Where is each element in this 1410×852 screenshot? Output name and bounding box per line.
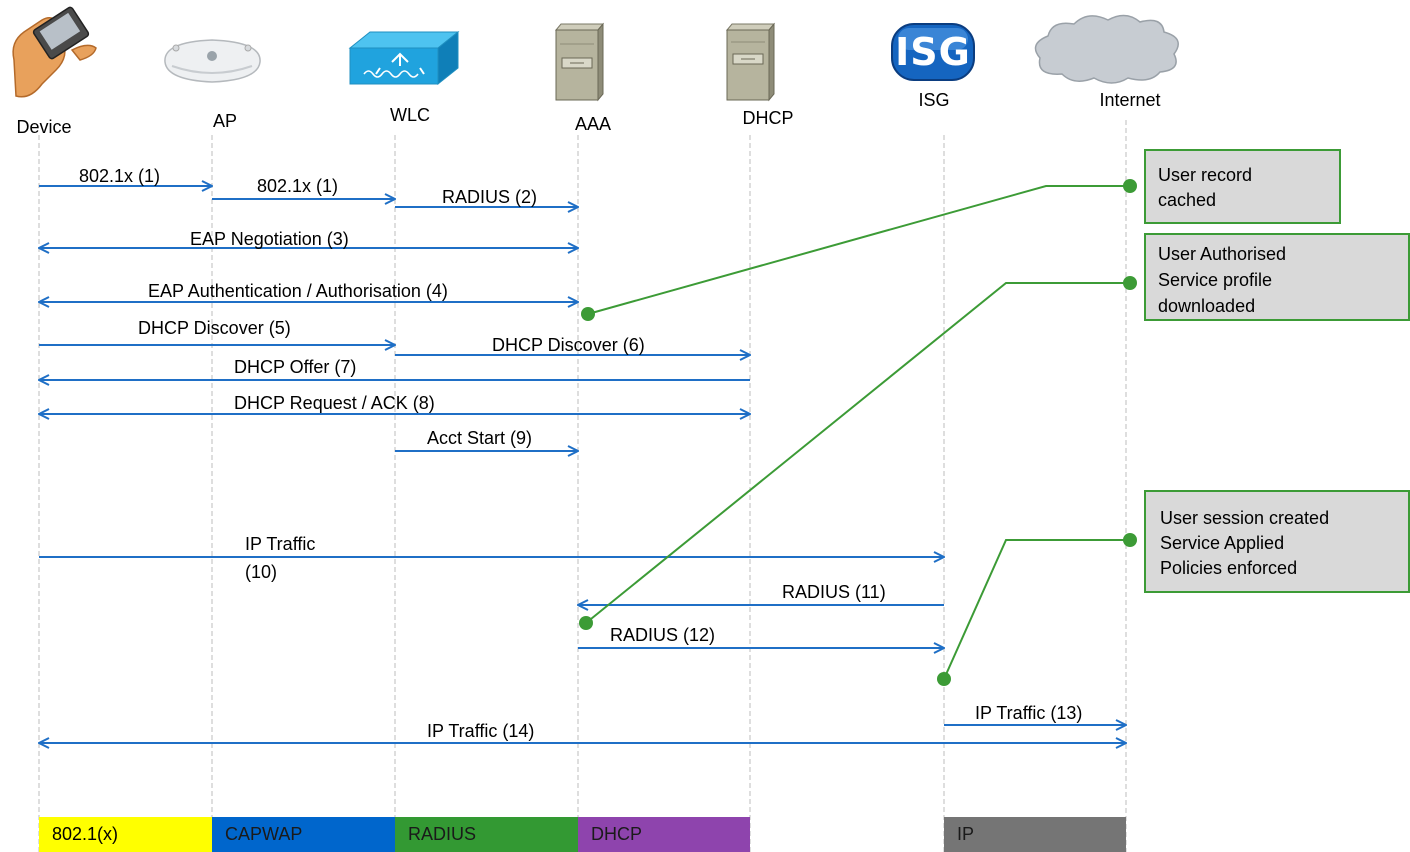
message-label-m7: DHCP Offer (7) (234, 357, 357, 377)
dot-note3 (1123, 533, 1137, 547)
note-line: downloaded (1158, 296, 1256, 316)
aaa-server-icon (554, 22, 605, 102)
dot-note1 (1123, 179, 1137, 193)
note-line: User record (1158, 165, 1253, 185)
note-line: Service Applied (1160, 533, 1285, 553)
message-label-m9: Acct Start (9) (427, 428, 533, 448)
message-label-m14: IP Traffic (14) (427, 721, 535, 741)
message-label-m4: EAP Authentication / Authorisation (4) (148, 281, 448, 301)
device-icon (12, 6, 97, 98)
dot-aaa-2 (579, 616, 593, 630)
note-line: Service profile (1158, 270, 1273, 290)
isg-logo-text: ISG (895, 30, 971, 74)
note-line: User Authorised (1158, 244, 1287, 264)
message-arrows (39, 186, 1126, 743)
message-label-m6: DHCP Discover (6) (492, 335, 645, 355)
protocol-band-ip: IP (944, 817, 1126, 852)
note-line: User session created (1160, 508, 1330, 528)
protocol-band-radius: RADIUS (395, 817, 578, 852)
dhcp-server-icon (725, 22, 776, 102)
protocol-band-8021x: 802.1(x) (39, 817, 212, 852)
note-user-session-created: User session created Service Applied Pol… (1144, 490, 1410, 593)
access-point-icon (164, 39, 261, 83)
entity-label-aaa: AAA (574, 114, 612, 134)
note-line: cached (1158, 190, 1217, 210)
isg-logo-icon (891, 23, 975, 81)
message-label-m10b: (10) (245, 562, 278, 582)
callout-dots (579, 179, 1137, 686)
connector-note2 (585, 282, 1130, 624)
note-user-authorised: User Authorised Service profile download… (1144, 233, 1410, 321)
message-label-m12: RADIUS (12) (610, 625, 716, 645)
message-label-m3: EAP Negotiation (3) (190, 229, 349, 249)
message-label-m10a: IP Traffic (245, 534, 316, 554)
entity-label-dhcp: DHCP (742, 108, 794, 128)
message-label-m2: RADIUS (2) (442, 187, 538, 207)
internet-cloud-icon (1034, 14, 1179, 84)
dot-isg (937, 672, 951, 686)
message-label-m11: RADIUS (11) (782, 582, 886, 602)
entity-label-internet: Internet (1099, 90, 1161, 110)
dot-note2 (1123, 276, 1137, 290)
entity-label-ap: AP (212, 111, 237, 131)
message-label-m13: IP Traffic (13) (975, 703, 1083, 723)
entity-label-device: Device (16, 117, 72, 137)
entity-label-isg: ISG (918, 90, 950, 110)
protocol-band-capwap: CAPWAP (212, 817, 395, 852)
entity-label-wlc: WLC (390, 105, 430, 125)
message-label-m1a: 802.1x (1) (79, 166, 161, 186)
note-user-record-cached: User record cached (1144, 149, 1341, 224)
message-label-m1b: 802.1x (1) (257, 176, 339, 196)
dot-aaa-1 (581, 307, 595, 321)
connector-note3 (943, 539, 1130, 680)
wlc-icon (348, 30, 460, 86)
connector-note1 (587, 185, 1130, 315)
protocol-band-dhcp: DHCP (578, 817, 750, 852)
note-line: Policies enforced (1160, 558, 1298, 578)
message-label-m5: DHCP Discover (5) (138, 318, 291, 338)
callout-connectors (585, 185, 1130, 680)
message-label-m8: DHCP Request / ACK (8) (234, 393, 435, 413)
